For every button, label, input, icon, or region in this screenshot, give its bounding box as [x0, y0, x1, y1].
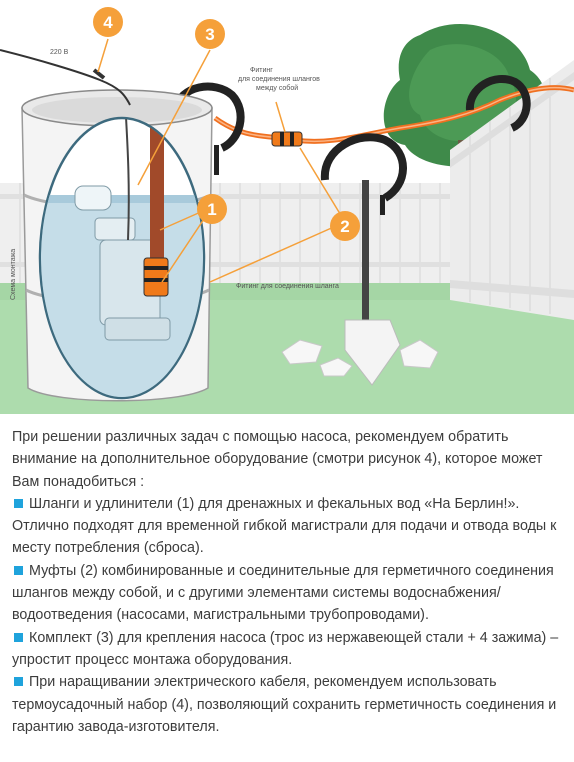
side-fence [450, 60, 574, 320]
bullet-square-icon [14, 566, 23, 575]
bullet-square-icon [14, 677, 23, 687]
power-cable [0, 49, 131, 106]
badge-2: 2 [330, 211, 360, 241]
list-item-text: Шланги и удлинители (1) для дренажных и … [12, 495, 557, 557]
description-text: При решении различных задач с помощью на… [12, 426, 564, 738]
pointer-lines [97, 38, 346, 283]
badge-1: 1 [197, 194, 227, 224]
hose-holders [171, 74, 531, 202]
heat-shrink [92, 68, 106, 80]
list-item-text: При наращивании электрического кабеля, р… [12, 674, 557, 735]
hose-fitting [271, 131, 303, 147]
badge-3: 3 [195, 19, 225, 49]
fitting-label-bottom: Фитинг для соединения шланга [236, 283, 339, 290]
hose-holder-spikes [214, 145, 385, 215]
fitting-label-line2: для соединения шлангов [238, 76, 320, 83]
list-item: Муфты (2) комбинированные и соединительн… [12, 560, 564, 627]
badge-4: 4 [93, 7, 123, 37]
svg-text:3: 3 [205, 25, 214, 44]
voltage-label: 220 В [50, 49, 69, 56]
svg-text:4: 4 [103, 13, 113, 32]
svg-text:1: 1 [207, 200, 216, 219]
bullet-square-icon [14, 499, 23, 509]
bullet-square-icon [14, 632, 23, 642]
list-item: Шланги и удлинители (1) для дренажных и … [12, 493, 564, 560]
intro-paragraph: При решении различных задач с помощью на… [12, 429, 543, 490]
list-item: Комплект (3) для крепления насоса (трос … [12, 627, 564, 672]
list-item-text: Муфты (2) комбинированные и соединительн… [12, 562, 554, 624]
shovel [344, 180, 401, 386]
fitting-label-line1: Фитинг [250, 67, 273, 74]
svg-text:2: 2 [340, 217, 349, 236]
fitting-label-line3: между собой [256, 84, 298, 92]
side-label: Схема монтажа [10, 249, 17, 300]
barrel [21, 89, 213, 402]
list-item: При наращивании электрического кабеля, р… [12, 671, 564, 738]
list-item-text: Комплект (3) для крепления насоса (трос … [12, 629, 559, 668]
rocks [281, 339, 439, 377]
installation-illustration: 1 2 3 4 220 В Фитинг для соединения шлан… [0, 7, 574, 414]
